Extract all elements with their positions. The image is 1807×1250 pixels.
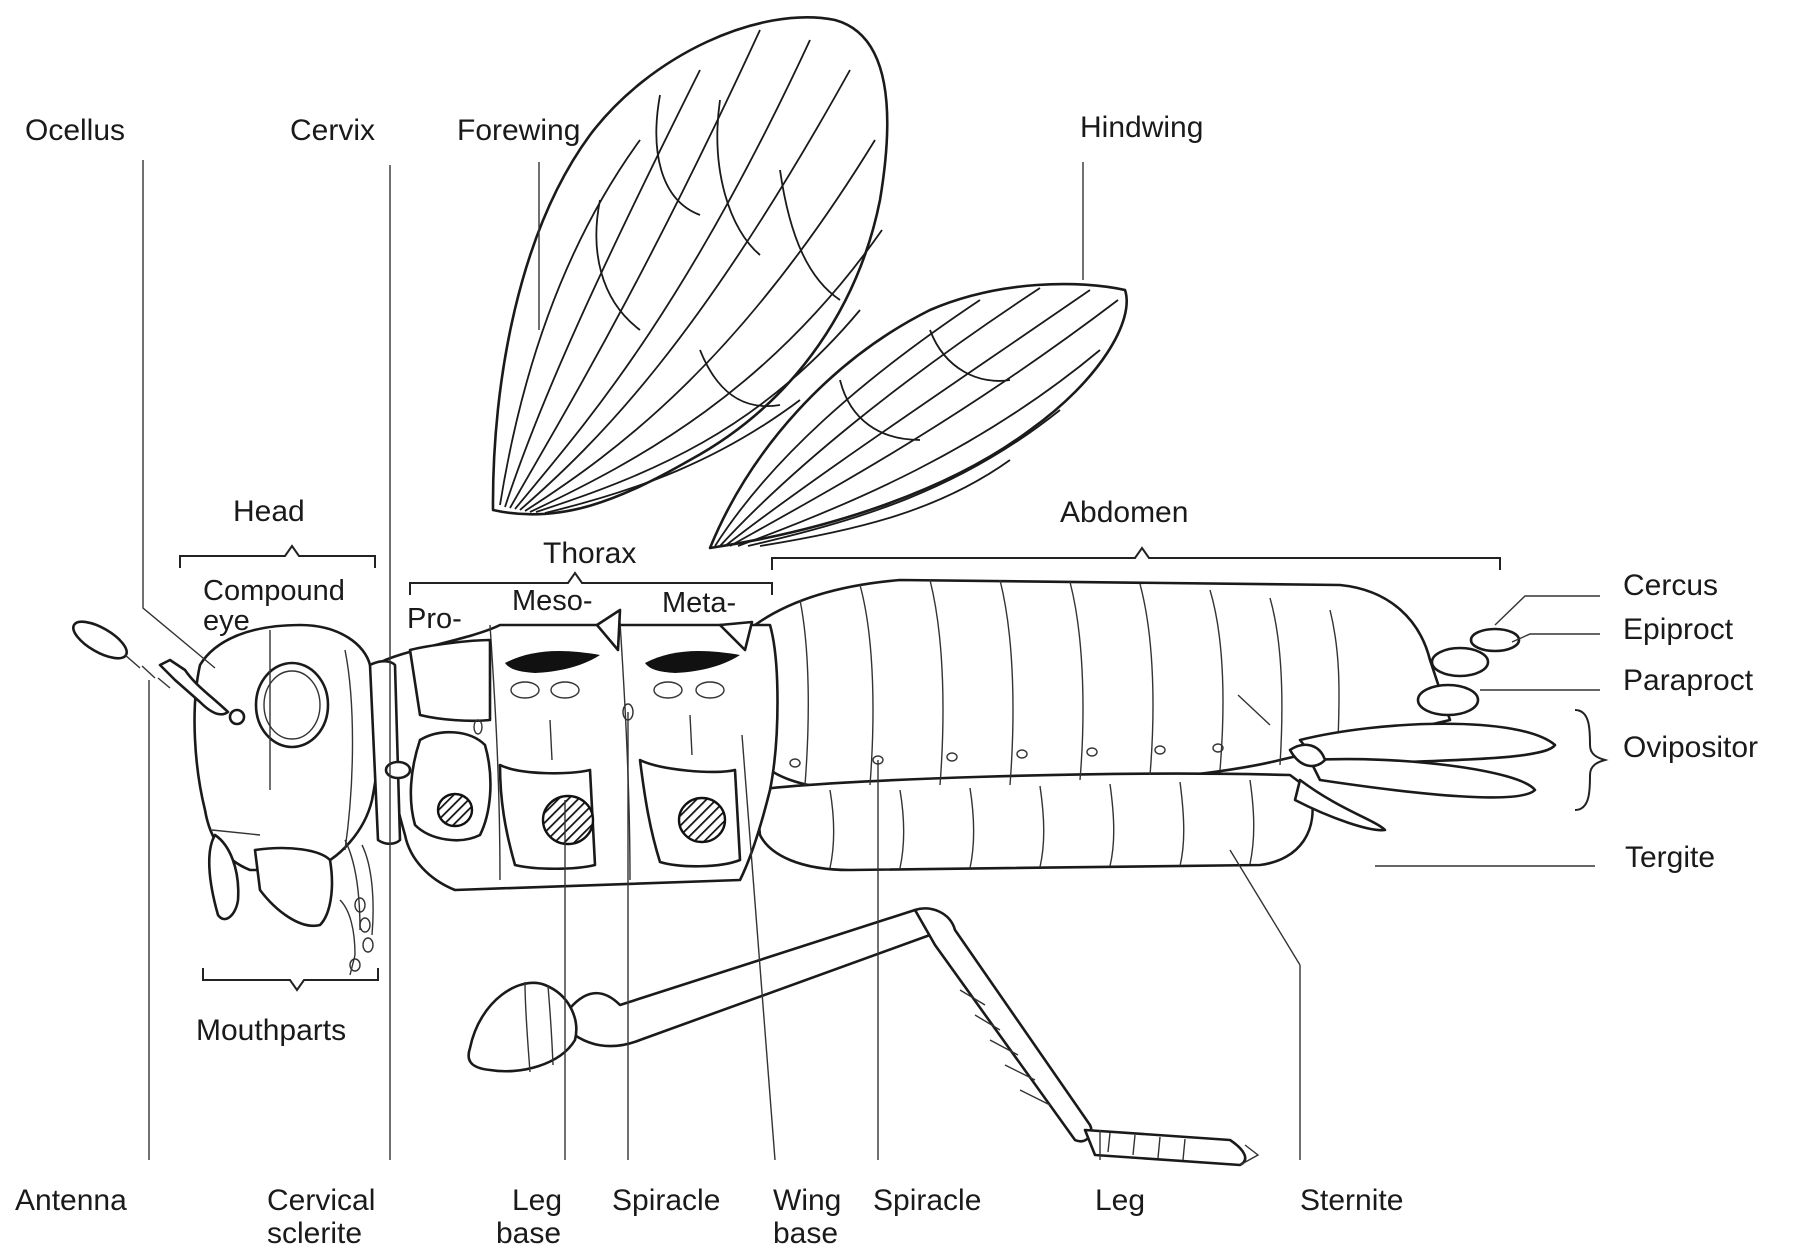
label-cervix: Cervix	[290, 114, 375, 147]
head-brace	[180, 546, 375, 568]
label-thorax: Thorax	[543, 537, 636, 570]
label-ocellus: Ocellus	[25, 114, 125, 147]
label-compound-eye-line2: eye	[203, 605, 250, 637]
label-cervical-sclerite-line1: Cervical	[267, 1184, 375, 1217]
abdomen-body	[744, 580, 1555, 870]
abdomen-brace	[772, 548, 1500, 570]
mouthparts-brace	[203, 968, 378, 990]
label-wing-base-line2: base	[773, 1217, 838, 1250]
label-antenna: Antenna	[15, 1184, 127, 1217]
label-leg-base-line2: base	[496, 1217, 561, 1250]
label-forewing: Forewing	[457, 114, 580, 147]
label-cercus: Cercus	[1623, 569, 1718, 602]
label-abdomen: Abdomen	[1060, 496, 1188, 529]
label-leg: Leg	[1095, 1184, 1145, 1217]
label-mouthparts: Mouthparts	[196, 1014, 346, 1047]
label-hindwing: Hindwing	[1080, 111, 1203, 144]
label-compound-eye-line1: Compound	[203, 575, 345, 607]
label-spiracle-1: Spiracle	[612, 1184, 720, 1217]
label-wing-base-line1: Wing	[773, 1184, 841, 1217]
label-sternite: Sternite	[1300, 1184, 1403, 1217]
label-pro: Pro-	[407, 603, 462, 635]
label-spiracle-2: Spiracle	[873, 1184, 981, 1217]
head-body	[195, 625, 380, 975]
label-epiproct: Epiproct	[1623, 613, 1734, 646]
label-paraproct: Paraproct	[1623, 664, 1754, 697]
thorax-body	[375, 610, 778, 890]
label-head: Head	[233, 495, 305, 528]
hind-leg	[469, 908, 1258, 1165]
label-meso: Meso-	[512, 585, 593, 617]
label-cervical-sclerite-line2: sclerite	[267, 1217, 362, 1250]
ovipositor-brace	[1575, 710, 1605, 810]
label-tergite: Tergite	[1625, 841, 1715, 874]
label-leg-base-line1: Leg	[512, 1184, 562, 1217]
label-meta: Meta-	[662, 587, 736, 619]
label-ovipositor: Ovipositor	[1623, 731, 1758, 764]
